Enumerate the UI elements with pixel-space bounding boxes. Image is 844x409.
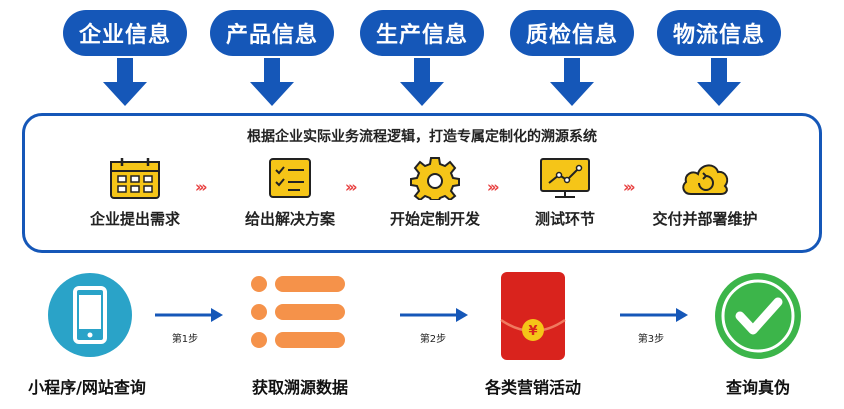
process-step: 给出解决方案 <box>215 156 365 229</box>
list-icon <box>251 276 345 348</box>
step-label: 企业提出需求 <box>89 210 180 228</box>
down-arrow-icon <box>400 58 444 106</box>
flow-stage: ¥ <box>443 270 623 362</box>
step-number-label: 第1步 <box>171 334 199 345</box>
process-step: 交付并部署维护 <box>630 156 780 229</box>
category-pill-production: 生产信息 <box>360 10 484 56</box>
right-arrow-icon <box>155 308 223 322</box>
step-number-label: 第3步 <box>637 334 665 345</box>
right-arrow-icon <box>400 308 468 322</box>
process-step: 测试环节 <box>490 156 640 229</box>
checkmark-icon <box>715 273 801 359</box>
flow-stage <box>210 270 390 360</box>
right-arrow-icon <box>620 308 688 322</box>
step-number-label: 第2步 <box>419 334 447 345</box>
step-label: 开始定制开发 <box>389 210 480 228</box>
monitor-chart-icon <box>540 158 590 198</box>
gear-icon <box>410 157 460 200</box>
step-label: 测试环节 <box>534 210 595 228</box>
calendar-icon <box>110 158 160 199</box>
process-step: 开始定制开发 <box>360 156 510 229</box>
process-panel: 根据企业实际业务流程逻辑，打造专属定制化的溯源系统 企业提出需求 ››› 给出解… <box>22 113 822 253</box>
down-arrow-icon <box>697 58 741 106</box>
chevron-separator-icon: ››› <box>345 178 357 196</box>
checklist-icon <box>269 158 311 198</box>
down-arrow-icon <box>250 58 294 106</box>
stage-label: 各类营销活动 <box>484 378 581 397</box>
red-envelope-icon: ¥ <box>500 272 566 360</box>
flow-stage <box>668 270 844 362</box>
chevron-separator-icon: ››› <box>195 178 207 196</box>
stage-label: 查询真伪 <box>725 378 790 397</box>
flow-stage <box>0 270 180 360</box>
down-arrow-icon <box>550 58 594 106</box>
cloud-refresh-icon <box>682 164 729 195</box>
category-pill-logistics: 物流信息 <box>657 10 781 56</box>
stage-label: 小程序/网站查询 <box>28 378 146 397</box>
category-pill-quality: 质检信息 <box>510 10 634 56</box>
chevron-separator-icon: ››› <box>487 178 499 196</box>
phone-icon <box>48 273 132 357</box>
category-pill-product: 产品信息 <box>210 10 334 56</box>
step-label: 交付并部署维护 <box>652 210 758 228</box>
stage-label: 获取溯源数据 <box>251 378 348 397</box>
step-label: 给出解决方案 <box>244 210 335 228</box>
down-arrow-icon <box>103 58 147 106</box>
panel-title: 根据企业实际业务流程逻辑，打造专属定制化的溯源系统 <box>247 129 597 145</box>
category-pill-company: 企业信息 <box>63 10 187 56</box>
chevron-separator-icon: ››› <box>623 178 635 196</box>
yuan-symbol: ¥ <box>528 324 537 339</box>
process-step: 企业提出需求 <box>60 156 210 229</box>
